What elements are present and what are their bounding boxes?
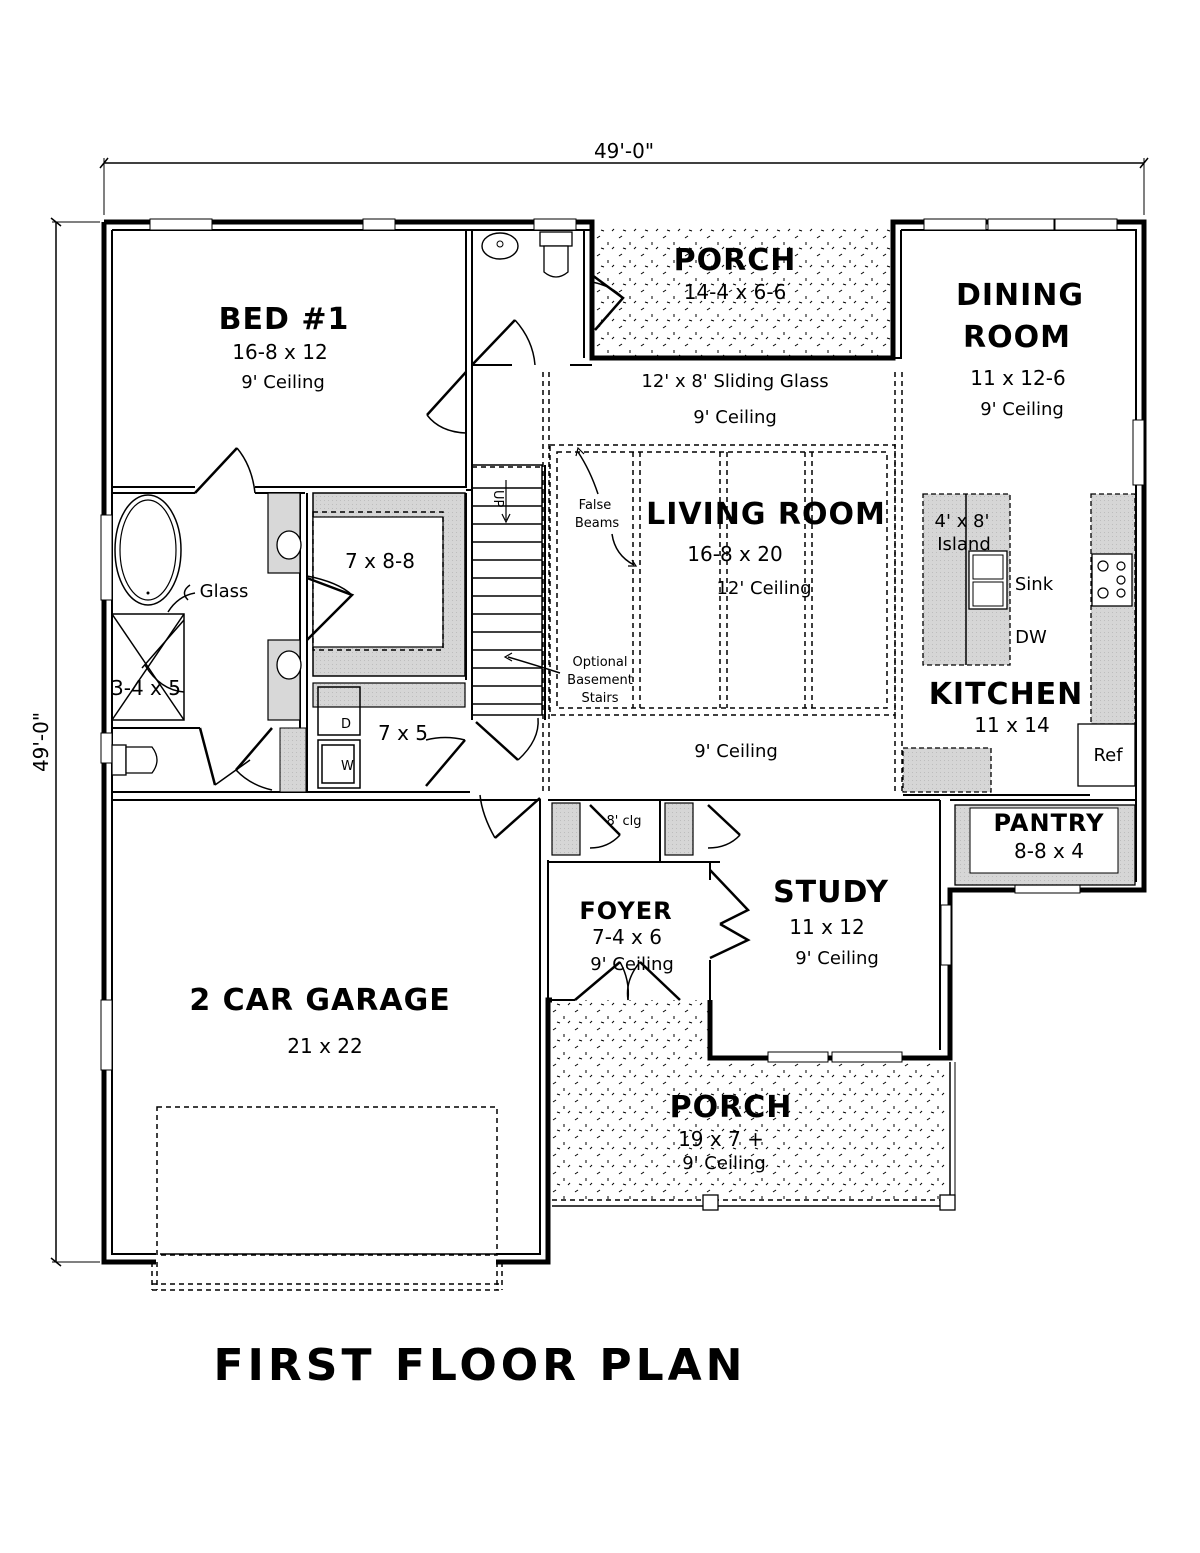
living-size: 16-8 x 20: [687, 542, 782, 566]
master-bath-fixtures: [111, 492, 302, 776]
interior-walls: [112, 229, 1136, 1050]
room-rear-porch: PORCH 14-4 x 6-6: [674, 243, 797, 304]
room-coat-closet: 8' clg: [607, 814, 642, 829]
plan-title: FIRST FLOOR PLAN: [213, 1340, 746, 1391]
bed1-size: 16-8 x 12: [232, 340, 327, 364]
windows: [100, 218, 1145, 1071]
sliding-glass-label: 12' x 8' Sliding Glass: [641, 371, 828, 392]
width-dimension: 49'-0": [99, 139, 1149, 215]
depth-dimension: 49'-0": [29, 217, 100, 1267]
room-pantry: PANTRY 8-8 x 4: [994, 809, 1105, 863]
basement-line3: Stairs: [581, 691, 618, 706]
doors: [194, 273, 751, 1001]
island-label: Island: [937, 534, 991, 555]
study-ceiling: 9' Ceiling: [795, 948, 879, 969]
room-kitchen: 4' x 8' Island Sink DW KITCHEN 11 x 14 R…: [929, 511, 1124, 766]
room-dining: DINING ROOM 11 x 12-6 9' Ceiling: [956, 278, 1084, 420]
bed1-ceiling: 9' Ceiling: [241, 372, 325, 393]
front-porch-ceiling: 9' Ceiling: [682, 1153, 766, 1174]
stairs-up-label: UP: [490, 490, 505, 508]
garage-name: 2 CAR GARAGE: [189, 983, 450, 1018]
room-foyer: FOYER 7-4 x 6 9' Ceiling: [579, 897, 673, 975]
living-lower-ceiling: 9' Ceiling: [694, 741, 778, 762]
closet-laundry: D W: [279, 492, 466, 793]
basement-line2: Basement: [567, 673, 633, 688]
bed1-name: BED #1: [219, 302, 350, 337]
room-front-porch: PORCH 19 x 7 + 9' Ceiling: [670, 1090, 793, 1174]
pantry-shelves: [954, 804, 1136, 886]
foyer-ceiling: 9' Ceiling: [590, 954, 674, 975]
basement-line1: Optional: [573, 655, 628, 670]
pantry-name: PANTRY: [994, 809, 1105, 837]
garage-size: 21 x 22: [287, 1034, 362, 1058]
rear-porch-floor: [595, 228, 892, 358]
dryer-label: D: [341, 717, 351, 732]
living-ceiling: 12' Ceiling: [716, 578, 811, 599]
room-living: 12' x 8' Sliding Glass 9' Ceiling LIVING…: [641, 371, 886, 762]
glass-label: Glass: [200, 581, 249, 602]
front-porch-floor: [552, 1000, 948, 1200]
foyer-name: FOYER: [579, 897, 672, 925]
garage-door: [151, 1106, 503, 1291]
false-beams-line2: Beams: [575, 516, 620, 531]
island-size: 4' x 8': [935, 511, 990, 532]
living-room-ceiling-outlines: [542, 372, 903, 795]
depth-dimension-label: 49'-0": [29, 712, 53, 772]
study-name: STUDY: [773, 875, 889, 910]
coat-closet-ceiling: 8' clg: [607, 814, 642, 829]
kitchen-size: 11 x 14: [974, 713, 1049, 737]
study-size: 11 x 12: [789, 915, 864, 939]
half-bath-fixtures: [481, 231, 573, 278]
stairs: UP: [471, 464, 543, 716]
living-name: LIVING ROOM: [646, 497, 886, 532]
room-shower: Glass 3-4 x 5: [111, 581, 248, 700]
dining-name-line1: DINING: [956, 278, 1084, 313]
width-dimension-label: 49'-0": [594, 139, 654, 163]
dining-ceiling: 9' Ceiling: [980, 399, 1064, 420]
annotation-basement-stairs: Optional Basement Stairs: [567, 655, 633, 706]
sink-label: Sink: [1015, 574, 1054, 595]
room-study: STUDY 11 x 12 9' Ceiling: [773, 875, 889, 969]
rear-porch-size: 14-4 x 6-6: [684, 280, 787, 304]
laundry-size: 7 x 5: [378, 721, 428, 745]
shower-size: 3-4 x 5: [111, 676, 181, 700]
rear-porch-name: PORCH: [674, 243, 797, 278]
false-beams-line1: False: [579, 498, 612, 513]
dishwasher-label: DW: [1015, 627, 1047, 648]
fridge-label: Ref: [1093, 745, 1123, 766]
front-porch-rail: [552, 1062, 956, 1211]
dining-name-line2: ROOM: [963, 320, 1071, 355]
front-porch-name: PORCH: [670, 1090, 793, 1125]
annotation-arrows: [167, 446, 638, 674]
living-upper-ceiling: 9' Ceiling: [693, 407, 777, 428]
room-bed1: BED #1 16-8 x 12 9' Ceiling: [219, 302, 350, 393]
annotation-false-beams: False Beams: [575, 498, 620, 531]
room-garage: 2 CAR GARAGE 21 x 22: [189, 983, 450, 1058]
pantry-size: 8-8 x 4: [1014, 839, 1084, 863]
foyer-size: 7-4 x 6: [592, 925, 662, 949]
room-closet-master: 7 x 8-8: [345, 549, 415, 573]
kitchen-name: KITCHEN: [929, 677, 1084, 712]
foyer-closets: [551, 802, 694, 863]
closet-size: 7 x 8-8: [345, 549, 415, 573]
kitchen-fixtures: [902, 493, 1136, 793]
front-porch-size: 19 x 7 +: [678, 1127, 764, 1151]
washer-label: W: [341, 759, 354, 774]
room-laundry: 7 x 5: [378, 721, 428, 745]
dining-size: 11 x 12-6: [970, 366, 1065, 390]
